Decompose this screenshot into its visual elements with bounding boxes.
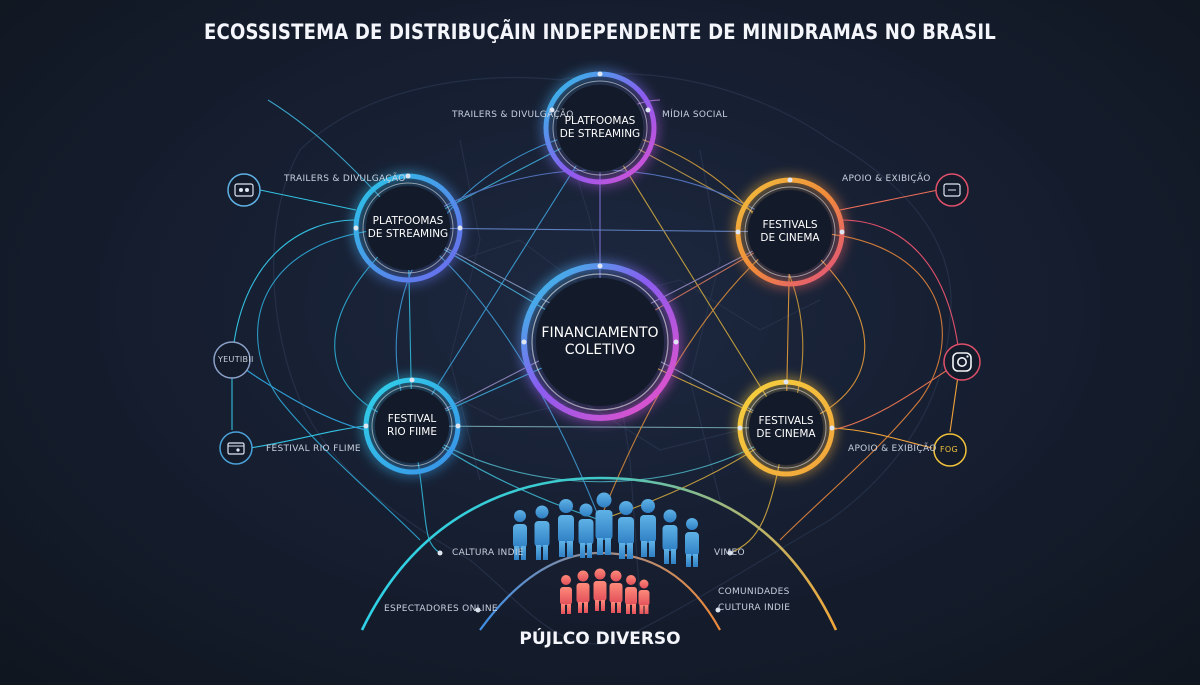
label-apoio-lower: APOIO & EXIBIÇÃO: [848, 444, 937, 454]
film-reel-icon[interactable]: [227, 173, 261, 207]
node-line1: FESTIVAL: [387, 412, 437, 425]
audience-people-small: [560, 568, 650, 614]
node-line2: DE CINEMA: [760, 232, 820, 244]
node-line2: DE STREAMING: [559, 128, 641, 140]
node-line1: PLATFOOMAS: [372, 214, 444, 227]
instagram-icon[interactable]: [943, 343, 981, 381]
node-line2: DE CINEMA: [756, 428, 816, 440]
audience-people-large: [513, 492, 699, 567]
label-trailers-top: TRAILERS & DIVULGAÇÃO: [452, 110, 574, 120]
audience-title: PÚJLCO DIVERSO: [519, 629, 681, 649]
label-espectadores-online: ESPECTADORES ONLINE: [384, 604, 498, 614]
node-label-streaming-top: PLATFOOMAS DE STREAMING: [556, 108, 644, 148]
node-line2: RIO FIIME: [387, 426, 437, 438]
node-label-streaming-left: PLATFOOMAS DE STREAMING: [364, 208, 452, 248]
ticket-icon[interactable]: [935, 173, 969, 207]
label-cultura-indie: CALTURA INDIE: [452, 548, 524, 558]
label-apoio-upper: APOIO & EXIBIÇÃO: [842, 174, 931, 184]
label-midia-social: MÍDIA SOCIAL: [662, 110, 728, 120]
label-youtube: YEUTIBII: [218, 355, 254, 364]
connection-dots: [353, 71, 845, 613]
node-line1: FESTIVALS: [758, 414, 814, 427]
center-line2: COLETIVO: [564, 342, 636, 358]
label-cultura-indie-2: CULTURA INDIE: [718, 603, 791, 613]
center-line1: FINANCIAMENTO: [541, 324, 659, 341]
youtube-icon[interactable]: [213, 341, 251, 379]
label-comunidades: COMUNIDADES: [718, 587, 790, 597]
clapperboard-icon[interactable]: [219, 431, 253, 465]
label-festival-badge: FOG: [940, 445, 958, 454]
page-title: ECOSSISTEMA DE DISTRIBUÇÃIN INDEPENDENTE…: [204, 20, 996, 44]
node-label-festivals-right-top: FESTIVALS DE CINEMA: [746, 212, 834, 252]
node-label-crowdfunding: FINANCIAMENTO COLETIVO: [530, 316, 670, 368]
festival-badge-icon[interactable]: [933, 433, 967, 467]
node-label-festival-rio: FESTIVAL RIO FIIME: [372, 406, 452, 446]
node-label-festivals-right-low: FESTIVALS DE CINEMA: [746, 408, 826, 448]
node-streaming-top[interactable]: [543, 71, 657, 185]
node-line1: PLATFOOMAS: [564, 114, 636, 127]
label-trailers-left: TRAILERS & DIVULGAÇÃO: [284, 174, 406, 184]
node-line1: FESTIVALS: [762, 218, 818, 231]
label-festival-rio-flime: FESTIVAL RIO FLIME: [266, 444, 361, 454]
label-vimeo: VIMEO: [714, 548, 745, 558]
node-line2: DE STREAMING: [367, 228, 449, 240]
